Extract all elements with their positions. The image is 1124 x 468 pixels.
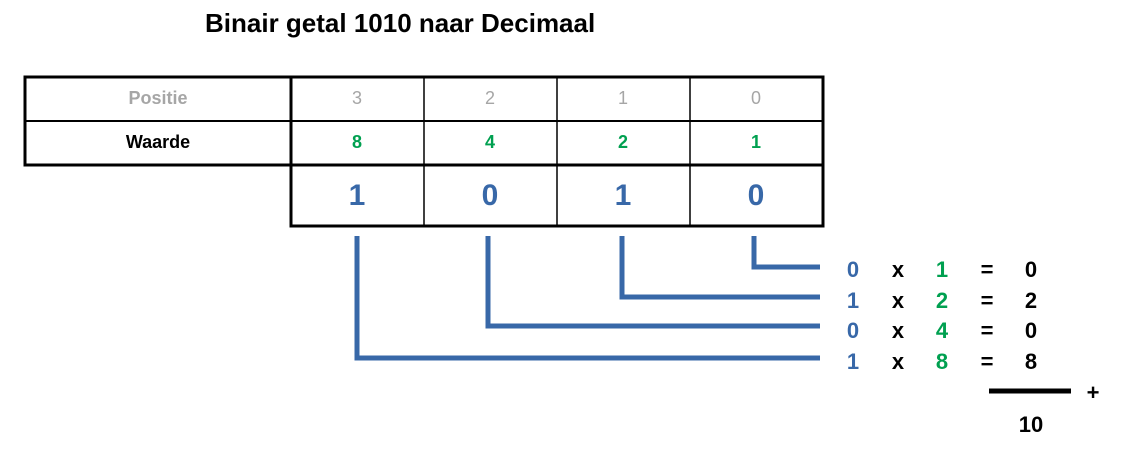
value-cell: 4 — [485, 132, 495, 152]
connector-line — [751, 236, 820, 270]
equation-equals: = — [981, 257, 994, 282]
bit-cell: 0 — [748, 179, 765, 212]
equation-row: 0 x 4 = 0 — [847, 318, 1037, 343]
equation-bit: 1 — [847, 288, 859, 313]
position-cell: 0 — [751, 88, 761, 108]
position-cell: 2 — [485, 88, 495, 108]
equation-weight: 8 — [936, 349, 948, 374]
equation-bit: 1 — [847, 349, 859, 374]
equation-bit: 0 — [847, 257, 859, 282]
equation-times: x — [892, 349, 905, 374]
table-grid — [23, 75, 825, 228]
equation-row: 1 x 2 = 2 — [847, 288, 1037, 313]
equation-result: 2 — [1025, 288, 1037, 313]
equation-bit: 0 — [847, 318, 859, 343]
equation-result: 0 — [1025, 257, 1037, 282]
connector-line — [354, 236, 820, 361]
bit-cell: 1 — [349, 179, 366, 212]
row-label-waarde: Waarde — [126, 132, 190, 152]
position-cell: 1 — [618, 88, 628, 108]
bit-cell: 1 — [615, 179, 632, 212]
equation-weight: 2 — [936, 288, 948, 313]
sum-total: 10 — [1019, 412, 1043, 437]
plus-sign: + — [1087, 380, 1100, 405]
equation-result: 8 — [1025, 349, 1037, 374]
diagram-title: Binair getal 1010 naar Decimaal — [205, 8, 596, 38]
connector-line — [485, 236, 820, 329]
value-cell: 8 — [352, 132, 362, 152]
equation-times: x — [892, 288, 905, 313]
equation-result: 0 — [1025, 318, 1037, 343]
equation-weight: 4 — [936, 318, 949, 343]
connector-lines — [354, 236, 820, 361]
position-cell: 3 — [352, 88, 362, 108]
bit-cell: 0 — [482, 179, 499, 212]
connector-line — [619, 236, 820, 300]
value-cell: 2 — [618, 132, 628, 152]
equation-times: x — [892, 318, 905, 343]
equation-equals: = — [981, 349, 994, 374]
equation-row: 0 x 1 = 0 — [847, 257, 1037, 282]
equation-equals: = — [981, 318, 994, 343]
equation-weight: 1 — [936, 257, 948, 282]
equation-times: x — [892, 257, 905, 282]
equation-row: 1 x 8 = 8 — [847, 349, 1037, 374]
row-label-positie: Positie — [128, 88, 187, 108]
value-cell: 1 — [751, 132, 761, 152]
equation-equals: = — [981, 288, 994, 313]
